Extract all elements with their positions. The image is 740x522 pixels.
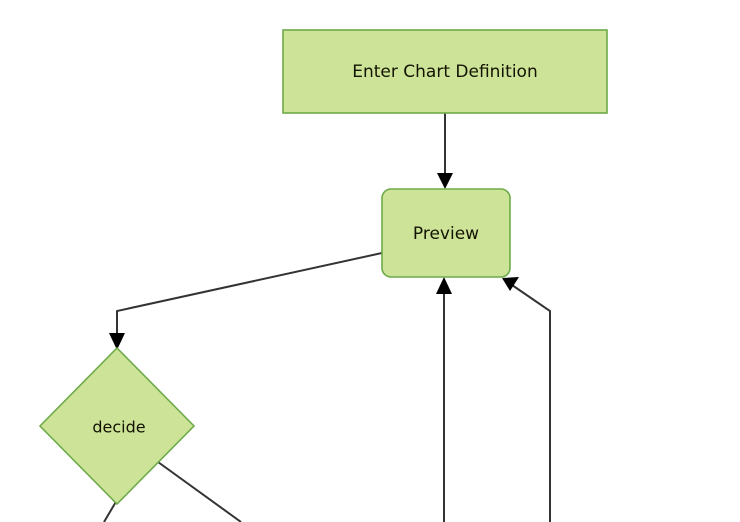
edge-decide-to-bottom-right-line [157,461,242,522]
node-preview[interactable]: Preview [381,188,511,278]
edge-bottom-right-to-preview-line [511,284,551,522]
edge-decide-to-bottom-left-line [103,499,118,522]
node-enter-chart-definition-shape [282,29,608,114]
node-decide-label: decide [92,418,145,437]
edge-decide-to-bottom-left[interactable] [103,499,118,522]
node-preview-label: Preview [413,224,479,244]
node-preview-shape [381,188,511,278]
edge-layer [103,113,551,522]
node-layer: Enter Chart Definition Preview decide [38,29,608,506]
node-decide-shape [38,346,196,506]
arrowhead-icon [437,173,453,189]
edge-bottom-to-preview[interactable] [436,277,452,522]
arrowhead-icon [436,277,452,294]
node-enter-chart-definition[interactable]: Enter Chart Definition [282,29,608,114]
edge-enter-to-preview[interactable] [437,113,453,189]
edge-decide-to-bottom-right[interactable] [157,461,242,522]
arrowhead-icon [109,333,125,350]
edge-preview-to-decide-line [116,252,383,340]
node-decide[interactable]: decide [38,346,196,506]
edge-bottom-right-to-preview[interactable] [502,277,551,522]
node-enter-chart-definition-label: Enter Chart Definition [352,62,537,82]
edge-preview-to-decide[interactable] [109,252,383,350]
arrowhead-icon [502,277,519,291]
